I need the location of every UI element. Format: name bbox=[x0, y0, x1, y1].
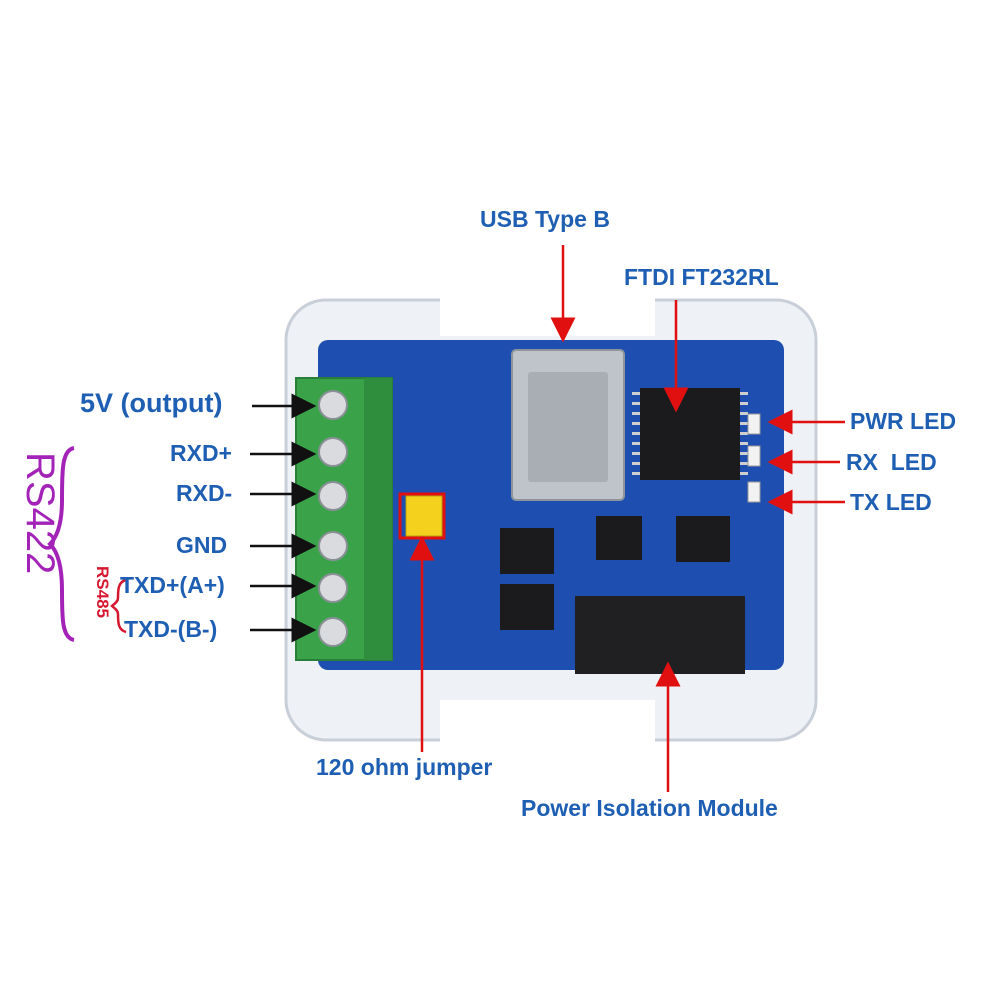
ftdi-chip-pins bbox=[632, 392, 748, 475]
ic-chip bbox=[676, 516, 730, 562]
rs422-group-label: RS422 bbox=[18, 452, 62, 575]
terminal-block-side bbox=[364, 378, 392, 660]
power-isolation-module bbox=[575, 596, 745, 674]
usb-connector-inner bbox=[528, 372, 608, 482]
tx-led-label: TX LED bbox=[850, 489, 932, 515]
ic-chip bbox=[500, 528, 554, 574]
ftdi-ft232rl-label: FTDI FT232RL bbox=[624, 264, 779, 290]
power-isolation-label: Power Isolation Module bbox=[521, 795, 778, 821]
ic-chip bbox=[596, 516, 642, 560]
jumper-label: 120 ohm jumper bbox=[316, 754, 493, 780]
rs485-group-label: RS485 bbox=[93, 566, 112, 618]
rs422-bracket bbox=[47, 446, 75, 642]
pwr-led bbox=[747, 413, 761, 435]
jumper-block bbox=[405, 495, 443, 537]
enclosure-top-notch bbox=[440, 296, 655, 336]
ic-chip bbox=[500, 584, 554, 630]
terminal-screws bbox=[318, 390, 348, 647]
tx-led bbox=[747, 481, 761, 503]
callout-arrows bbox=[409, 245, 845, 792]
terminal-label-rxd-minus: RXD- bbox=[176, 480, 233, 506]
terminal-label-5v: 5V (output) bbox=[80, 388, 223, 418]
rx-led bbox=[747, 445, 761, 467]
terminal-arrows bbox=[250, 393, 317, 643]
terminal-label-gnd: GND bbox=[176, 532, 228, 558]
rx-led-label: RX LED bbox=[846, 449, 937, 475]
enclosure-bottom-notch bbox=[440, 700, 655, 744]
terminal-label-rxd-plus: RXD+ bbox=[170, 440, 232, 466]
ftdi-chip bbox=[640, 388, 740, 480]
usb-type-b-label: USB Type B bbox=[480, 206, 610, 232]
pwr-led-label: PWR LED bbox=[850, 408, 957, 434]
rs485-bracket bbox=[110, 578, 127, 634]
terminal-label-txd-minus: TXD-(B-) bbox=[124, 616, 218, 642]
terminal-label-txd-plus: TXD+(A+) bbox=[120, 572, 225, 598]
